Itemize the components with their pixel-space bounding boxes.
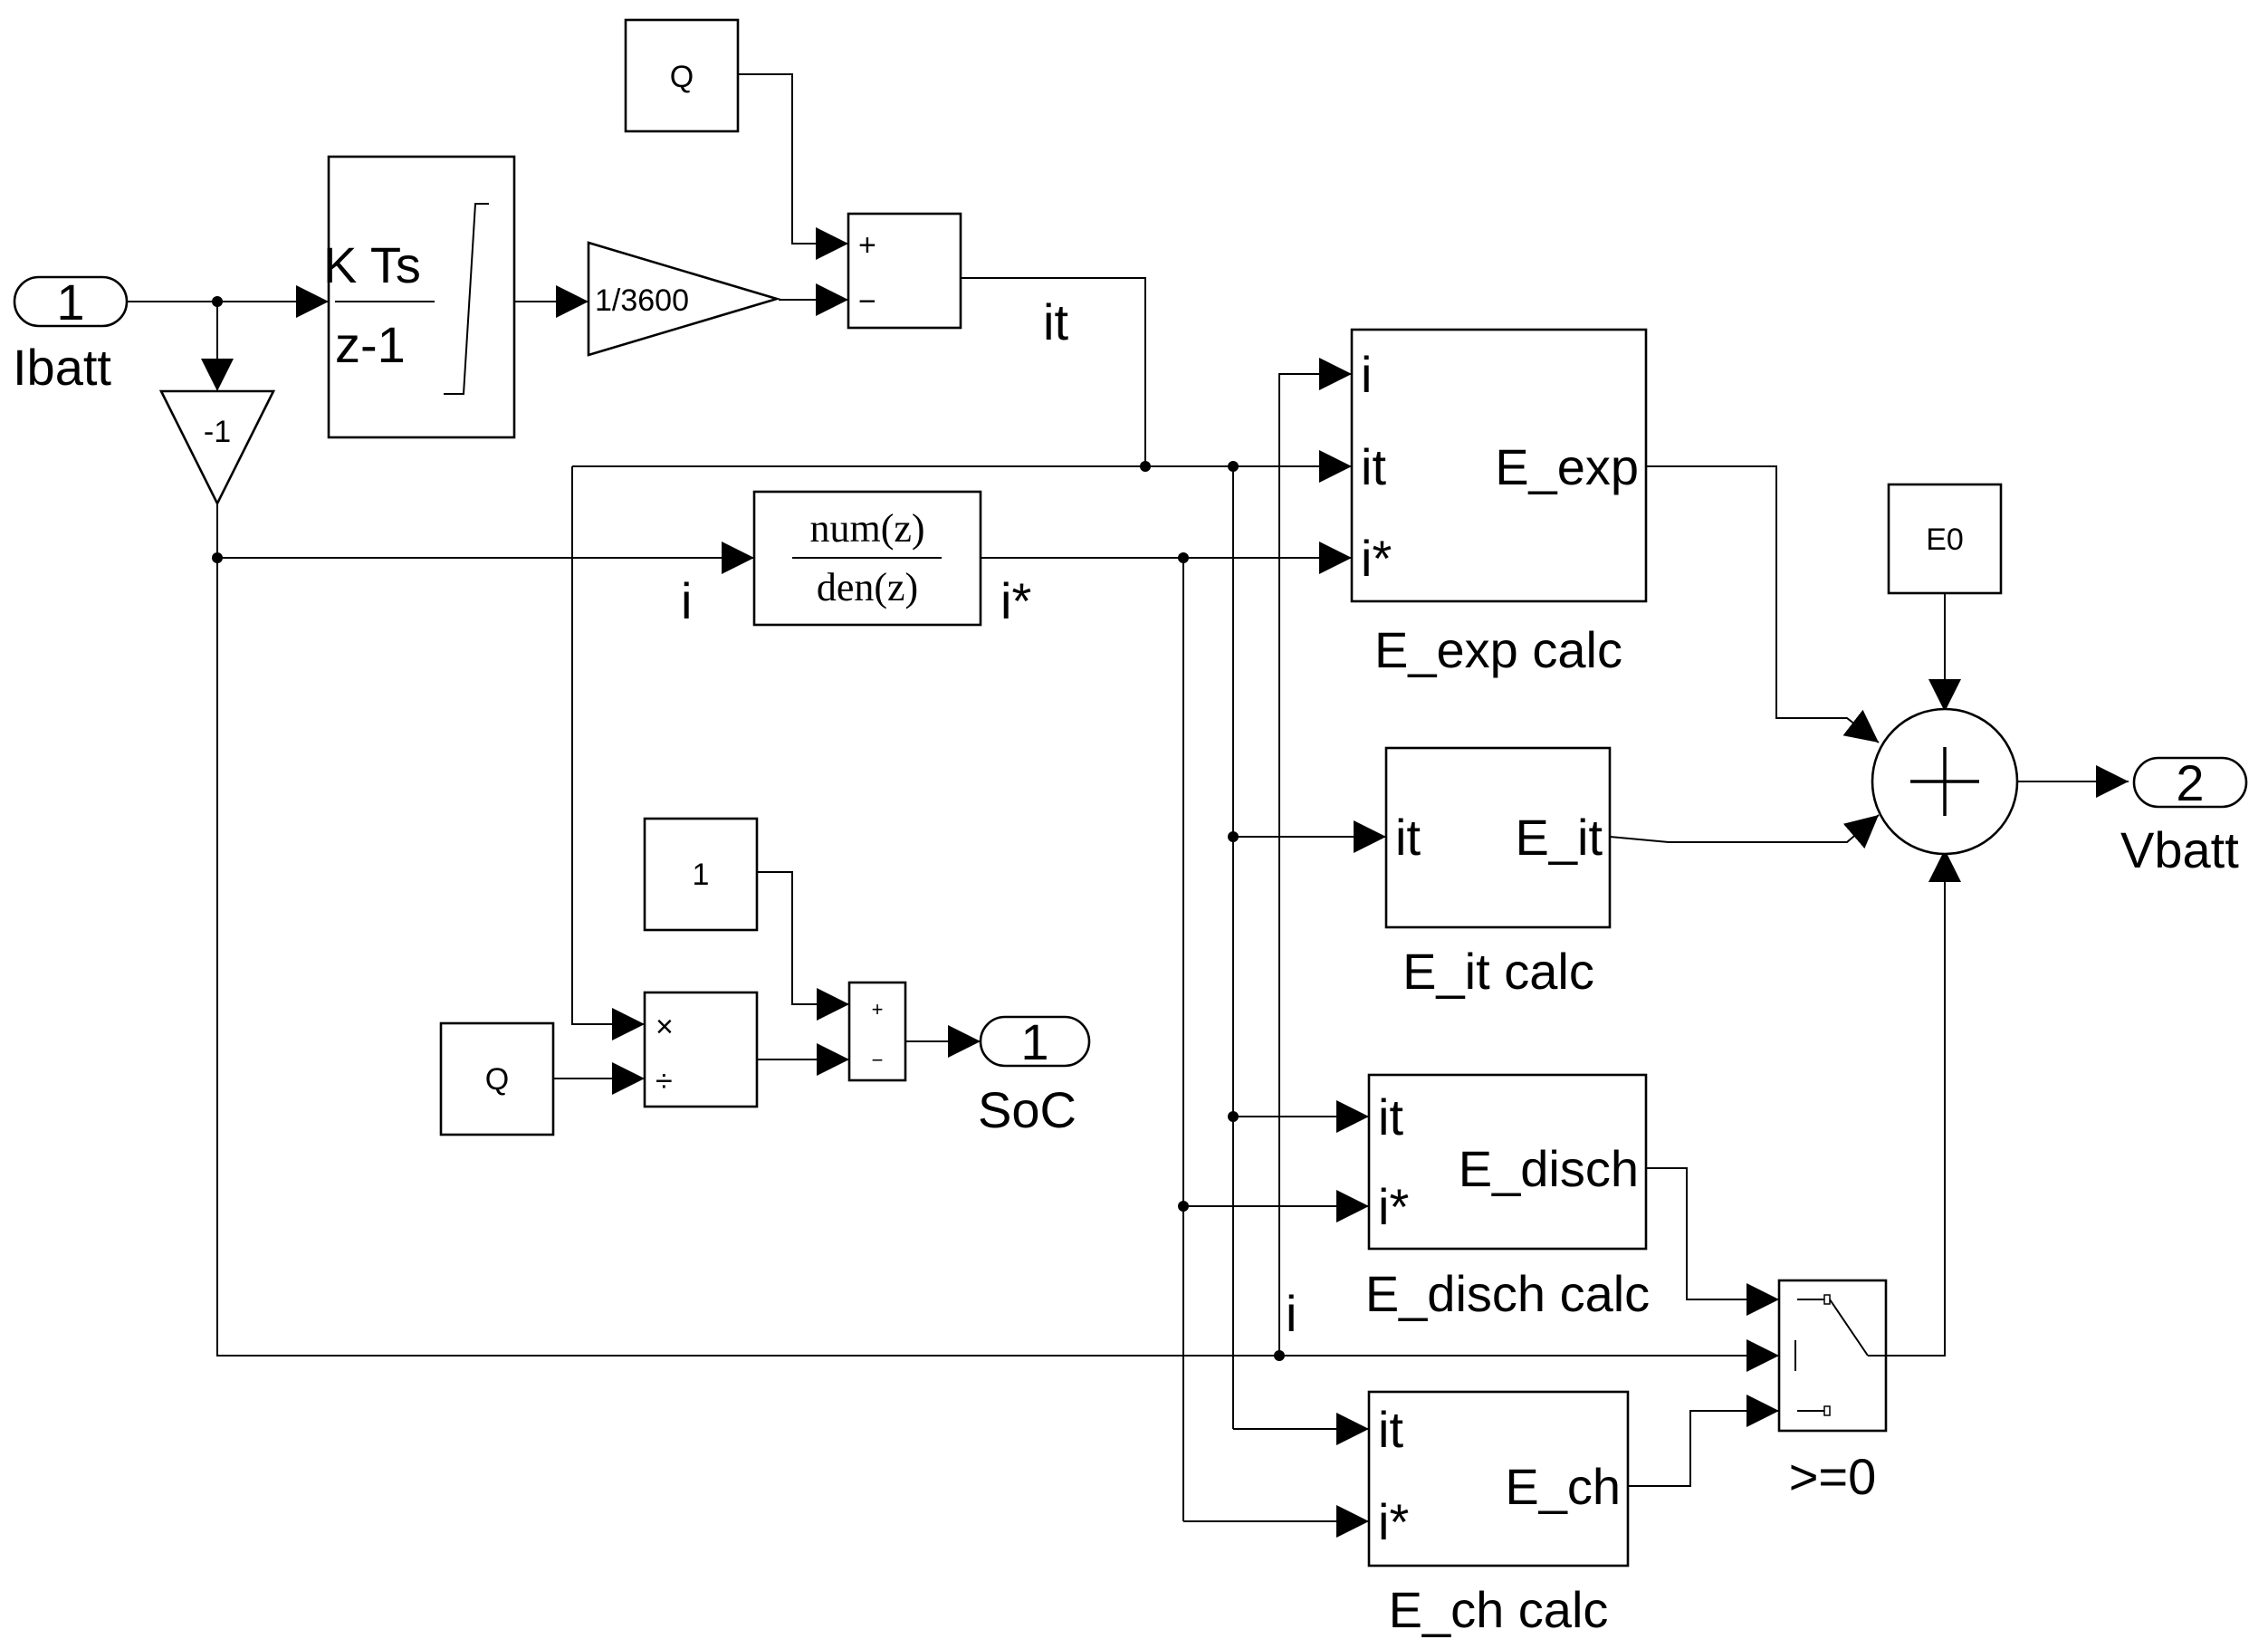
e-disch-calc-label: E_disch calc bbox=[1365, 1265, 1650, 1322]
e-ch-output: E_ch bbox=[1505, 1458, 1621, 1515]
e-it-output: E_it bbox=[1516, 809, 1603, 866]
sum-vbatt-block[interactable] bbox=[1871, 707, 2019, 856]
e-exp-input-it: it bbox=[1361, 438, 1386, 495]
discrete-filter-block[interactable]: num(z) den(z) bbox=[752, 490, 982, 627]
e-disch-input-it: it bbox=[1378, 1088, 1403, 1146]
constant-q-mid[interactable]: Q bbox=[439, 1021, 555, 1136]
e-disch-output: E_disch bbox=[1459, 1140, 1639, 1197]
junction-dots bbox=[212, 296, 1285, 1361]
discrete-integrator-block[interactable]: K Ts z-1 bbox=[323, 155, 516, 439]
outport-vbatt-number: 2 bbox=[2176, 754, 2204, 811]
gain-neg1-block[interactable]: -1 bbox=[158, 389, 276, 506]
constant-q-top-value: Q bbox=[670, 60, 694, 94]
divide-div-sign: ÷ bbox=[656, 1064, 673, 1098]
outport-soc-number: 1 bbox=[1020, 1013, 1048, 1070]
sum-it-block[interactable]: + − bbox=[847, 212, 962, 330]
subsystem-e-ch-calc[interactable]: it i* E_ch E_ch calc bbox=[1367, 1390, 1630, 1638]
sum-soc-minus: − bbox=[872, 1049, 884, 1071]
e-ch-input-istar: i* bbox=[1378, 1493, 1409, 1550]
signal-wires bbox=[127, 73, 2129, 1538]
gain-1-3600-value: 1/3600 bbox=[595, 283, 689, 318]
signal-label-it: it bbox=[1043, 293, 1068, 350]
inport-ibatt[interactable]: 1 Ibatt bbox=[13, 273, 129, 396]
constant-e0[interactable]: E0 bbox=[1887, 483, 2003, 595]
divide-block[interactable]: × ÷ bbox=[643, 991, 759, 1108]
gain-1-3600-block[interactable]: 1/3600 bbox=[587, 241, 781, 357]
outport-soc[interactable]: 1 SoC bbox=[978, 1013, 1091, 1138]
e-exp-output: E_exp bbox=[1495, 438, 1639, 495]
signal-label-i: i bbox=[681, 572, 692, 629]
outport-soc-label: SoC bbox=[978, 1081, 1077, 1138]
subsystem-e-disch-calc[interactable]: it i* E_disch E_disch calc bbox=[1365, 1073, 1650, 1322]
sum-soc-block[interactable]: + − bbox=[847, 981, 907, 1082]
outport-vbatt-label: Vbatt bbox=[2120, 821, 2239, 878]
gain-neg1-value: -1 bbox=[204, 415, 231, 449]
switch-criteria: >=0 bbox=[1789, 1448, 1877, 1505]
constant-one[interactable]: 1 bbox=[643, 817, 759, 932]
constant-e0-value: E0 bbox=[1926, 523, 1964, 557]
integrator-numerator: K Ts bbox=[323, 236, 421, 293]
sum-it-plus: + bbox=[858, 228, 876, 263]
e-ch-input-it: it bbox=[1378, 1401, 1403, 1458]
constant-one-value: 1 bbox=[693, 858, 710, 892]
e-it-calc-label: E_it calc bbox=[1402, 943, 1594, 1000]
subsystem-e-exp-calc[interactable]: i it i* E_exp E_exp calc bbox=[1350, 328, 1648, 678]
sum-soc-plus: + bbox=[872, 998, 884, 1021]
signal-label-i-star: i* bbox=[1000, 572, 1031, 629]
inport-label: Ibatt bbox=[13, 339, 111, 396]
e-exp-calc-label: E_exp calc bbox=[1374, 621, 1622, 678]
integrator-denominator: z-1 bbox=[335, 316, 406, 373]
filter-numerator: num(z) bbox=[809, 506, 924, 551]
filter-denominator: den(z) bbox=[817, 565, 918, 609]
constant-q-top[interactable]: Q bbox=[624, 18, 740, 133]
divide-mul-sign: × bbox=[656, 1010, 674, 1044]
e-exp-input-i: i bbox=[1361, 346, 1372, 403]
sum-it-minus: − bbox=[858, 284, 876, 319]
signal-label-i-switch: i bbox=[1286, 1285, 1297, 1342]
e-ch-calc-label: E_ch calc bbox=[1389, 1581, 1609, 1638]
e-disch-input-istar: i* bbox=[1378, 1178, 1409, 1235]
switch-block[interactable]: >=0 bbox=[1777, 1279, 1888, 1505]
e-exp-input-istar: i* bbox=[1361, 530, 1392, 587]
inport-number: 1 bbox=[56, 273, 84, 331]
outport-vbatt[interactable]: 2 Vbatt bbox=[2120, 754, 2248, 878]
subsystem-e-it-calc[interactable]: it E_it E_it calc bbox=[1384, 746, 1612, 1000]
e-it-input-it: it bbox=[1395, 809, 1421, 866]
constant-q-mid-value: Q bbox=[485, 1062, 509, 1097]
